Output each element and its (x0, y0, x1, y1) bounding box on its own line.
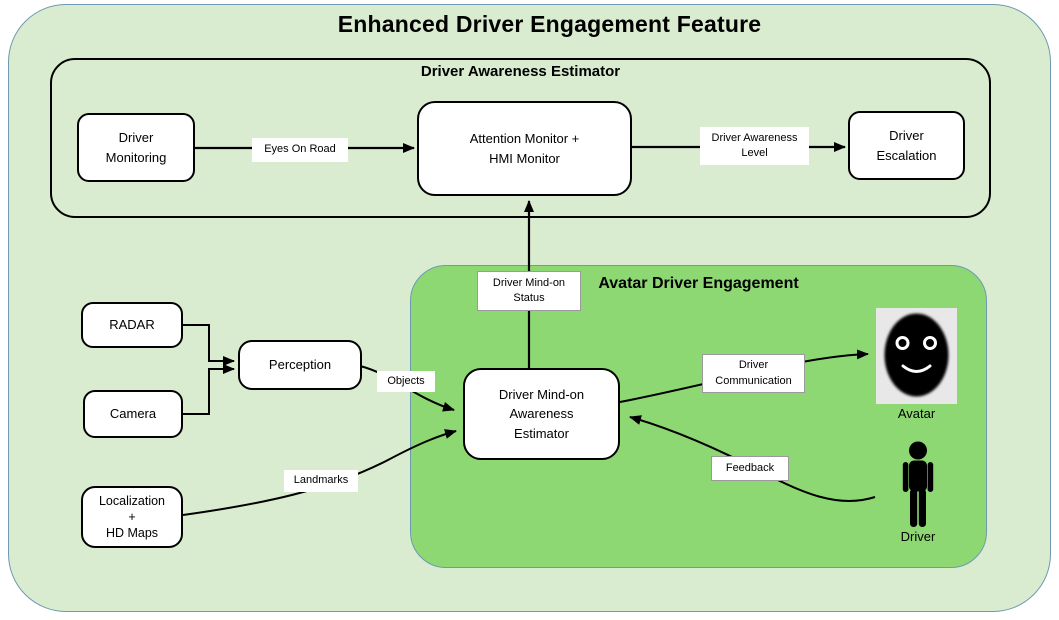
node-radar: RADAR (81, 302, 183, 348)
node-driver-monitoring: Driver Monitoring (77, 113, 195, 182)
edge-label-landmarks: Landmarks (284, 470, 358, 492)
edge-label-driver-awareness-level: Driver Awareness Level (700, 127, 809, 165)
node-perception: Perception (238, 340, 362, 390)
edge-label-driver-communication: Driver Communication (702, 354, 805, 393)
edge-label-eyes-on-road: Eyes On Road (252, 138, 348, 162)
avatar-caption: Avatar (897, 406, 936, 421)
edge-label-feedback: Feedback (711, 456, 789, 481)
edge-label-driver-mind-on-status: Driver Mind-on Status (477, 271, 581, 311)
smiley-face-avatar-icon (876, 308, 957, 404)
driver-awareness-estimator-container (50, 58, 991, 218)
node-driver-mind-on-awareness-estimator: Driver Mind-on Awareness Estimator (463, 368, 620, 460)
page-title: Enhanced Driver Engagement Feature (337, 11, 762, 37)
edge-label-objects: Objects (377, 371, 435, 392)
node-localization-hd-maps: Localization + HD Maps (81, 486, 183, 548)
driver-caption: Driver (900, 529, 936, 544)
node-camera: Camera (83, 390, 183, 438)
avatar-engagement-section-title: Avatar Driver Engagement (598, 275, 799, 292)
dae-section-title: Driver Awareness Estimator (420, 63, 621, 80)
person-silhouette-icon (898, 441, 938, 527)
node-driver-escalation: Driver Escalation (848, 111, 965, 180)
node-attention-monitor: Attention Monitor + HMI Monitor (417, 101, 632, 196)
